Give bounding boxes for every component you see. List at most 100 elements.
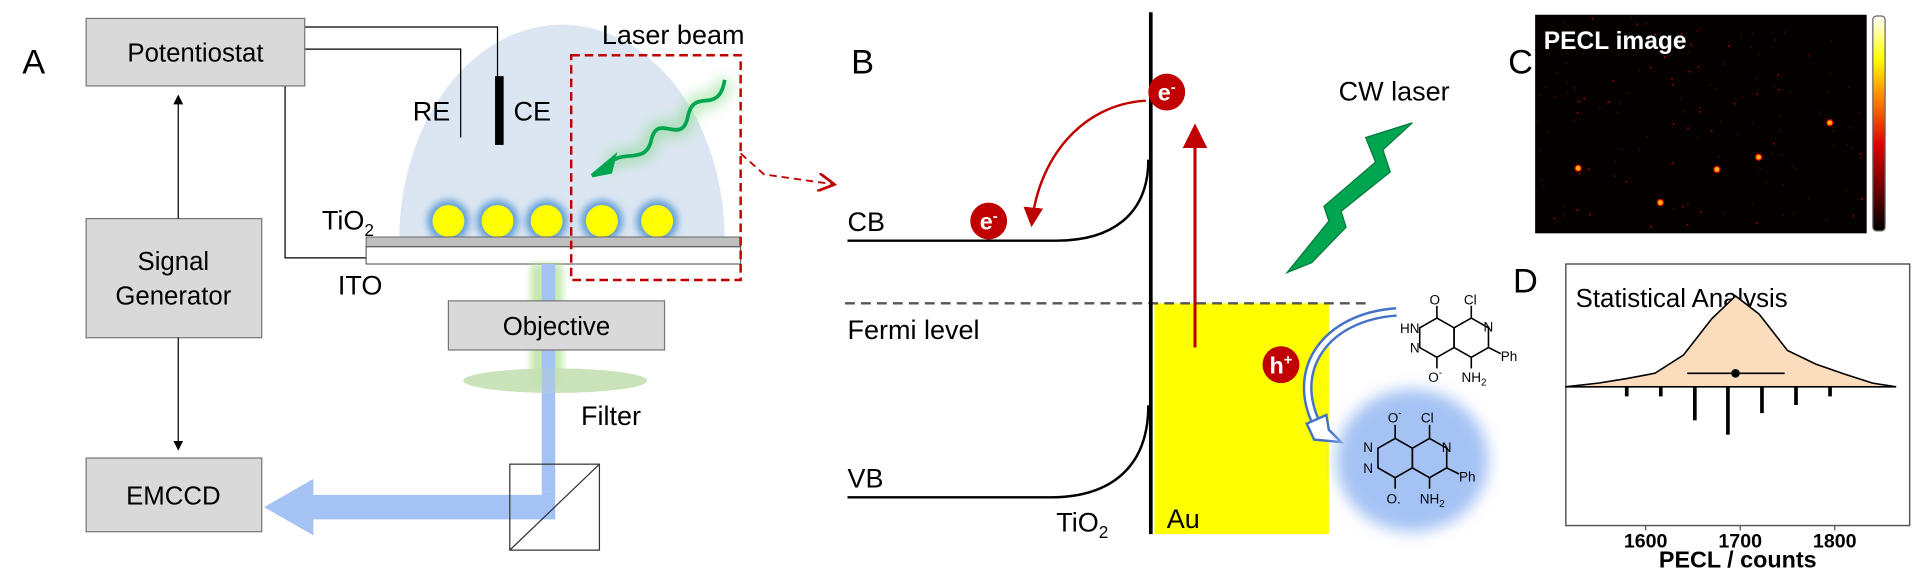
noise-pixel [1673,208,1675,210]
noise-pixel [1563,215,1565,217]
emission-spot [1754,153,1763,161]
re-wire [304,48,462,138]
noise-pixel [1620,148,1623,151]
noise-pixel [1591,17,1594,20]
mean-point [1731,369,1740,378]
noise-pixel [1794,168,1797,170]
noise-pixel [1759,168,1761,170]
noise-pixel [1619,103,1621,105]
we-wire [284,85,369,259]
noise-pixel [1697,137,1699,139]
svg-text:Ph: Ph [1459,469,1476,484]
noise-pixel [1671,83,1674,86]
noise-pixel [1616,28,1619,30]
panel-letter-d: D [1513,262,1538,300]
noise-pixel [1654,33,1657,36]
colorbar [1872,15,1886,232]
noise-pixel [1684,111,1686,113]
noise-pixel [1718,156,1720,159]
noise-pixel [1576,112,1579,114]
svg-text:e-: e- [980,209,998,235]
svg-text:Ph: Ph [1501,349,1518,364]
noise-pixel [1826,219,1828,222]
noise-pixel [1737,132,1739,135]
ito-label: ITO [338,271,383,301]
emission-spot [1826,119,1834,127]
noise-pixel [1699,210,1702,213]
pecl-spots [1537,17,1863,228]
panel-c: C PECL image [1508,14,1886,234]
noise-pixel [1563,204,1565,207]
noise-pixel [1756,93,1758,96]
potentiostat-box [85,17,306,87]
noise-pixel [1612,80,1615,82]
vb-label: VB [847,463,883,493]
luminol-analog-molecule [1418,305,1502,369]
noise-pixel [1719,121,1722,123]
noise-pixel [1845,188,1847,191]
noise-pixel [1614,175,1617,178]
noise-pixel [1565,52,1567,54]
noise-pixel [1547,131,1549,134]
noise-pixel [1607,101,1610,103]
noise-pixel [1589,213,1591,216]
noise-pixel [1733,103,1736,105]
noise-pixel [1539,94,1542,96]
noise-pixel [1543,185,1545,187]
noise-pixel [1545,86,1547,88]
noise-pixel [1750,46,1752,48]
au-region [1154,303,1329,535]
noise-pixel [1565,62,1568,64]
noise-pixel [1757,53,1760,55]
emccd-label: EMCCD [126,483,220,511]
noise-pixel [1715,87,1718,90]
noise-pixel [1859,152,1862,155]
svg-text:O: O [1430,293,1441,308]
noise-pixel [1616,111,1619,114]
noise-pixel [1686,203,1688,206]
svg-text:Cl: Cl [1464,293,1477,308]
noise-pixel [1649,66,1652,69]
ce-label: CE [513,96,551,126]
laser-wave-icon [590,78,731,178]
noise-pixel [1780,153,1783,156]
oxidized-molecule [1377,424,1460,489]
tio2-band-label: TiO2 [1056,508,1108,542]
beam-through-filter [541,368,556,393]
gold-nanoparticles [427,200,679,242]
noise-pixel [1699,111,1701,114]
svg-text:N: N [1410,340,1420,355]
noise-pixel [1783,31,1786,33]
noise-pixel [1610,100,1612,103]
noise-pixel [1646,136,1649,138]
noise-pixel [1773,142,1775,145]
cb-band [847,159,1150,242]
noise-pixel [1789,92,1791,94]
noise-pixel [1629,17,1632,19]
noise-pixel [1584,48,1586,51]
noise-pixel [1722,63,1725,65]
noise-pixel [1740,35,1743,38]
noise-pixel [1858,112,1860,114]
cw-laser-label: CW laser [1339,77,1450,107]
noise-pixel [1538,149,1541,152]
noise-pixel [1774,39,1776,41]
objective-label: Objective [503,313,610,341]
noise-pixel [1614,160,1616,163]
emission-spot [1713,165,1721,174]
x-axis-label: PECL / counts [1659,546,1817,571]
svg-text:h+: h+ [1270,352,1293,378]
noise-pixel [1587,168,1590,170]
noise-pixel [1770,153,1773,156]
noise-pixel [1687,202,1689,204]
transfer-arrow [1023,99,1146,228]
noise-pixel [1579,172,1581,175]
noise-pixel [1825,117,1827,120]
noise-pixel [1852,215,1855,217]
beam-splitter-diagonal [509,463,600,551]
pecl-image [1535,14,1867,234]
noise-pixel [1564,21,1566,24]
electrolyte-dome [399,24,725,240]
